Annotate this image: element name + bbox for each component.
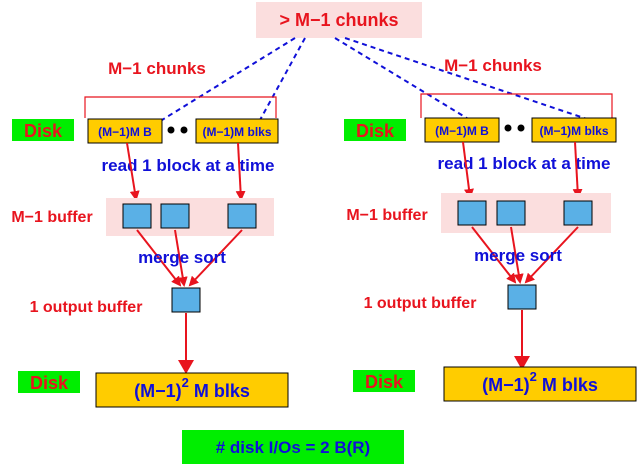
chunk-box-left [424, 117, 500, 143]
chunks-bracket [84, 96, 277, 118]
chunks-label: M−1 chunks [444, 56, 542, 75]
merge-arrow [188, 229, 243, 287]
disk-bottom-box [353, 370, 415, 392]
disk-top-label: Disk [356, 121, 395, 141]
merge-arrow [174, 229, 188, 287]
merge-arrow [136, 229, 182, 287]
result-tail: M blks [189, 381, 250, 401]
output-label: 1 output buffer [30, 299, 143, 316]
result-box [443, 366, 637, 402]
result-label: (M−1)2 M blks [482, 369, 598, 395]
buffer-label: M−1 buffer [11, 209, 92, 226]
read-arrow [126, 142, 140, 201]
result-box [95, 372, 289, 408]
result-exponent: 2 [182, 375, 189, 390]
result-exponent: 2 [530, 369, 537, 384]
read-arrow [462, 141, 474, 199]
chunk-left-label: (M−1)M B [98, 125, 152, 139]
dashed-connectors [161, 37, 591, 121]
top-chunks-box [256, 2, 422, 38]
panel-right: M−1 chunks Disk (M−1)M B (M−1)M blks rea… [344, 56, 637, 402]
chunk-right-label: (M−1)M blks [539, 124, 608, 138]
total-io-label: # disk I/Os = 2 B(R) [216, 438, 370, 457]
output-label: 1 output buffer [364, 295, 477, 312]
disk-bottom-label: Disk [30, 373, 69, 393]
result-base: (M−1) [482, 375, 530, 395]
disk-top-label: Disk [24, 121, 63, 141]
disk-top-box [12, 119, 74, 141]
merge-label: merge sort [474, 246, 562, 265]
ellipsis-dot [517, 124, 525, 132]
result-tail: M blks [537, 375, 598, 395]
top-chunks-label: > M−1 chunks [279, 10, 398, 30]
buffer-block [496, 200, 526, 226]
result-base: (M−1) [134, 381, 182, 401]
result-label: (M−1)2 M blks [134, 375, 250, 401]
read-label: read 1 block at a time [438, 154, 611, 173]
merge-label: merge sort [138, 248, 226, 267]
total-io-box [182, 430, 404, 464]
disk-top-box [344, 119, 406, 141]
buffer-label: M−1 buffer [346, 207, 427, 224]
buffer-block [457, 200, 487, 226]
merge-arrow [471, 226, 517, 284]
panel-left: M−1 chunks Disk (M−1)M B (M−1)M blks rea… [11, 59, 289, 408]
merge-arrow [510, 226, 524, 284]
merge-arrow [524, 226, 579, 284]
buffer-block [227, 203, 257, 229]
chunks-label: M−1 chunks [108, 59, 206, 78]
chunk-left-label: (M−1)M B [435, 124, 489, 138]
ellipsis-dot [504, 124, 512, 132]
chunks-bracket [420, 93, 613, 118]
read-arrow [235, 142, 246, 201]
ellipsis-dot [167, 126, 175, 134]
chunk-box-right [531, 117, 617, 143]
output-block [171, 287, 201, 313]
read-arrow [572, 141, 583, 199]
buffer-block [160, 203, 190, 229]
chunk-right-label: (M−1)M blks [202, 125, 271, 139]
disk-bottom-box [18, 371, 80, 393]
chunk-box-right [195, 118, 279, 144]
read-label: read 1 block at a time [102, 156, 275, 175]
disk-bottom-label: Disk [365, 372, 404, 392]
chunk-box-left [87, 118, 163, 144]
output-block [507, 284, 537, 310]
buffer-block [563, 200, 593, 226]
ellipsis-dot [180, 126, 188, 134]
buffer-block [122, 203, 152, 229]
